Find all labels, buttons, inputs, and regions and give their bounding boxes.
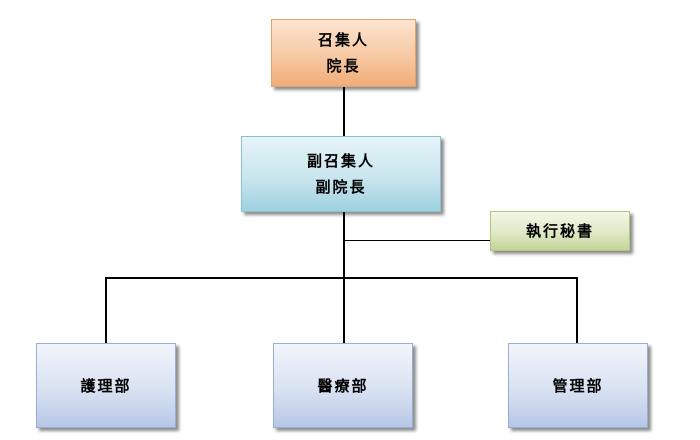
connector-to-dept-nursing (105, 277, 107, 343)
connector-deputy-trunk (343, 212, 345, 341)
deputy-convener-role: 副院長 (315, 178, 367, 196)
dept-management-box: 管理部 (508, 343, 648, 428)
dept-management-label: 管理部 (552, 376, 604, 395)
dept-nursing-label: 護理部 (80, 376, 132, 395)
connector-to-secretary (343, 240, 490, 241)
executive-secretary-box: 執行秘書 (490, 211, 630, 251)
convener-role: 院長 (326, 57, 361, 75)
convener-box: 召集人 院長 (271, 19, 416, 87)
executive-secretary-label: 執行秘書 (525, 222, 594, 240)
deputy-convener-box: 副召集人 副院長 (241, 136, 441, 212)
dept-medical-label: 醫療部 (317, 376, 369, 395)
connector-to-dept-management (576, 277, 578, 343)
connector-convener-to-deputy (343, 87, 345, 136)
connector-horizontal-bus (105, 277, 578, 279)
deputy-convener-title: 副召集人 (306, 152, 375, 170)
connector-to-dept-medical (343, 277, 345, 343)
convener-title: 召集人 (317, 31, 369, 49)
dept-nursing-box: 護理部 (36, 343, 176, 428)
dept-medical-box: 醫療部 (273, 343, 413, 428)
